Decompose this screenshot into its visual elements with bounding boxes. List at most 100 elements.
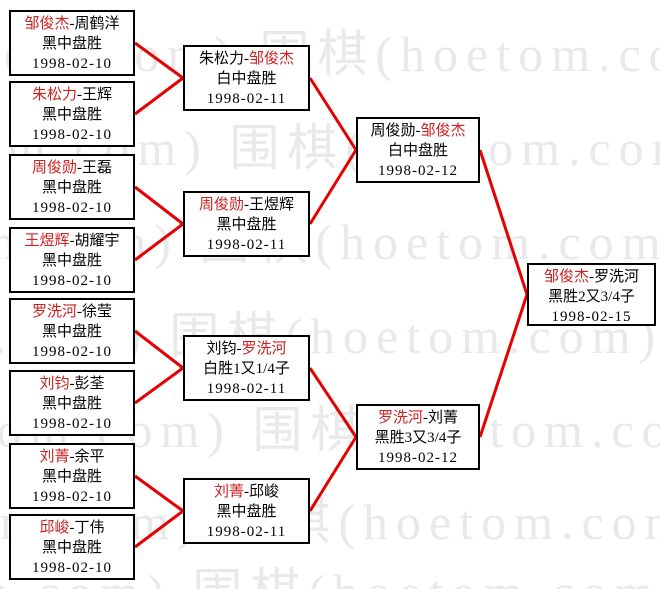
match-players: 罗洗河-徐莹: [11, 302, 133, 322]
player-name-second: 丁伟: [74, 520, 105, 536]
match-date: 1998-02-11: [206, 524, 287, 540]
match-box-round-1-5[interactable]: 罗洗河-徐莹黑中盘胜 1998-02-10: [9, 298, 135, 364]
player-name-winner-or-first: 罗洗河: [31, 304, 77, 320]
player-name-second: 周鹤洋: [74, 16, 120, 32]
vs-dash: -: [77, 160, 82, 176]
match-result: 黑中盘胜: [216, 217, 277, 233]
player-name-second: 罗洗河: [241, 341, 287, 357]
player-name-winner-or-first: 王煜辉: [24, 233, 70, 249]
player-name-second: 王磊: [82, 160, 113, 176]
player-name-winner-or-first: 刘钧: [39, 376, 70, 392]
match-date: 1998-02-11: [206, 91, 287, 107]
player-name-second: 余平: [74, 449, 105, 465]
player-name-second: 邱峻: [249, 484, 280, 500]
match-box-round-2-2[interactable]: 周俊勋-王煜辉黑中盘胜 1998-02-11: [183, 191, 310, 257]
match-date: 1998-02-11: [206, 237, 287, 253]
vs-dash: -: [244, 51, 249, 67]
vs-dash: -: [69, 376, 75, 392]
match-date: 1998-02-10: [32, 56, 112, 72]
connector-line: [308, 436, 358, 512]
match-result: 黑中盘胜: [41, 180, 102, 196]
match-players: 邱峻-丁伟: [11, 518, 133, 538]
connector-line: [308, 367, 358, 438]
match-box-round-2-1[interactable]: 朱松力-邹俊杰白中盘胜 1998-02-11: [183, 45, 310, 111]
match-date: 1998-02-12: [378, 163, 458, 179]
vs-dash: -: [244, 197, 249, 213]
vs-dash: -: [69, 449, 75, 465]
player-name-winner-or-first: 朱松力: [198, 51, 244, 67]
match-date: 1998-02-10: [32, 273, 112, 289]
connector-line: [308, 77, 358, 151]
connector-line: [308, 149, 358, 225]
match-players: 刘菁-余平: [11, 447, 133, 467]
match-players: 周俊勋-邹俊杰: [358, 121, 478, 141]
match-result: 黑中盘胜: [41, 36, 102, 52]
match-box-round-1-7[interactable]: 刘菁-余平黑中盘胜 1998-02-10: [9, 443, 135, 509]
player-name-winner-or-first: 周俊勋: [198, 197, 244, 213]
match-result: 黑中盘胜: [41, 324, 102, 340]
player-name-winner-or-first: 周俊勋: [31, 160, 77, 176]
player-name-second: 邹俊杰: [249, 51, 295, 67]
connector-line: [134, 222, 184, 262]
match-date: 1998-02-10: [32, 200, 112, 216]
match-result: 白中盘胜: [387, 143, 448, 159]
match-players: 周俊勋-王磊: [11, 158, 133, 178]
player-name-winner-or-first: 罗洗河: [377, 410, 423, 426]
match-players: 周俊勋-王煜辉: [185, 195, 308, 215]
match-result: 白胜1又1/4子: [203, 361, 290, 377]
match-box-round-1-6[interactable]: 刘钧-彭荃黑中盘胜 1998-02-10: [9, 370, 135, 436]
player-name-second: 罗洗河: [594, 269, 640, 285]
match-box-round-1-3[interactable]: 周俊勋-王磊黑中盘胜 1998-02-10: [9, 154, 135, 220]
player-name-second: 胡耀宇: [74, 233, 120, 249]
match-result: 黑中盘胜: [41, 253, 102, 269]
match-box-round-2-3[interactable]: 刘钧-罗洗河白胜1又1/4子 1998-02-11: [183, 335, 310, 401]
match-box-round-1-4[interactable]: 王煜辉-胡耀宇黑中盘胜 1998-02-10: [9, 227, 135, 293]
vs-dash: -: [69, 520, 75, 536]
match-result: 黑胜3又3/4子: [374, 430, 462, 446]
vs-dash: -: [236, 341, 242, 357]
player-name-second: 王辉: [82, 87, 113, 103]
connector-line: [134, 329, 184, 370]
player-name-winner-or-first: 邹俊杰: [24, 16, 70, 32]
connector-line: [134, 366, 184, 405]
player-name-second: 邹俊杰: [420, 123, 466, 139]
match-date: 1998-02-10: [32, 416, 112, 432]
match-date: 1998-02-10: [32, 560, 112, 576]
match-players: 邹俊杰-罗洗河: [529, 267, 654, 287]
match-result: 白中盘胜: [216, 71, 277, 87]
connector-line: [134, 41, 184, 80]
player-name-winner-or-first: 刘菁: [213, 484, 244, 500]
match-date: 1998-02-11: [206, 381, 287, 397]
vs-dash: -: [77, 304, 82, 320]
connector-line: [134, 509, 184, 549]
match-date: 1998-02-10: [32, 489, 112, 505]
player-name-winner-or-first: 邹俊杰: [543, 269, 589, 285]
connector-line: [478, 294, 529, 438]
match-box-round-1-8[interactable]: 邱峻-丁伟黑中盘胜 1998-02-10: [9, 514, 135, 580]
match-players: 刘菁-邱峻: [185, 482, 308, 502]
match-date: 1998-02-10: [32, 127, 112, 143]
match-players: 邹俊杰-周鹤洋: [11, 14, 133, 34]
match-result: 黑中盘胜: [41, 107, 102, 123]
player-name-second: 刘菁: [428, 410, 459, 426]
match-result: 黑中盘胜: [41, 469, 102, 485]
player-name-winner-or-first: 刘钧: [206, 341, 237, 357]
match-result: 黑胜2又3/4子: [548, 289, 635, 305]
player-name-second: 王煜辉: [249, 197, 295, 213]
match-box-round-1-1[interactable]: 邹俊杰-周鹤洋黑中盘胜 1998-02-10: [9, 10, 135, 76]
match-date: 1998-02-15: [551, 309, 632, 325]
match-box-final-1[interactable]: 邹俊杰-罗洗河黑胜2又3/4子 1998-02-15: [527, 263, 656, 326]
match-result: 黑中盘胜: [41, 396, 102, 412]
connector-line: [134, 474, 184, 513]
match-players: 朱松力-邹俊杰: [185, 49, 308, 69]
player-name-second: 彭荃: [74, 376, 105, 392]
vs-dash: -: [69, 233, 75, 249]
vs-dash: -: [77, 87, 82, 103]
match-box-semifinal-1[interactable]: 周俊勋-邹俊杰白中盘胜 1998-02-12: [356, 117, 480, 183]
match-result: 黑中盘胜: [41, 540, 102, 556]
match-date: 1998-02-10: [32, 344, 112, 360]
